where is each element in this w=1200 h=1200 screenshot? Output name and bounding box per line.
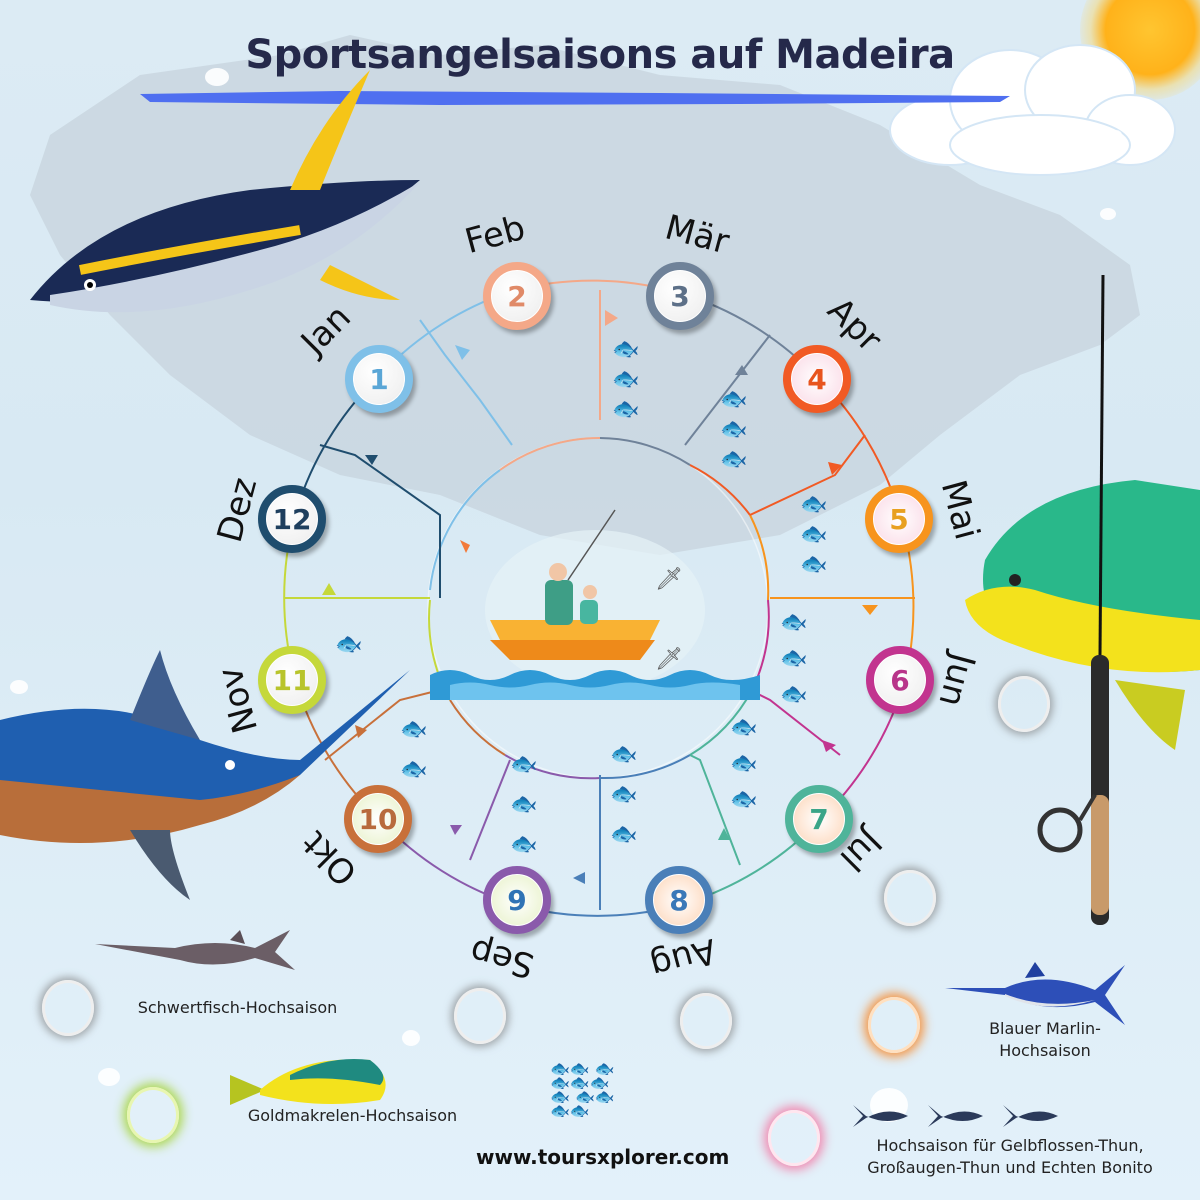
month-badge-3: 3 bbox=[646, 262, 714, 330]
swordfish-markers-center-right: 🗡🗡 bbox=[655, 567, 683, 672]
bubble bbox=[205, 68, 229, 86]
mixed-markers-aug: 🐟🐟🐟 bbox=[610, 742, 638, 847]
month-badge-10: 10 bbox=[344, 785, 412, 853]
mixed-markers-jun: 🐟🐟🐟 bbox=[780, 610, 808, 707]
decorative-ring bbox=[998, 676, 1050, 732]
decorative-ring bbox=[884, 870, 936, 926]
tuna-markers-mar: 🐟🐟🐟 bbox=[612, 337, 640, 422]
tuna-group-icon bbox=[853, 1105, 1058, 1127]
blue-marlin-icon bbox=[945, 962, 1125, 1025]
month-badge-11: 11 bbox=[258, 646, 326, 714]
month-badge-1: 1 bbox=[345, 345, 413, 413]
blue-marlin-illustration bbox=[0, 650, 410, 900]
mixed-markers-okt: 🐟🐟 bbox=[400, 717, 428, 782]
legend-label-blue-marlin: Blauer Marlin- Hochsaison bbox=[989, 1019, 1101, 1060]
boat-fishing-illustration bbox=[430, 509, 760, 700]
month-badge-4: 4 bbox=[783, 345, 851, 413]
bubble bbox=[1100, 208, 1116, 220]
fishing-rod-illustration bbox=[1037, 275, 1109, 925]
legend-label-tuna: Hochsaison für Gelbflossen-Thun, Großaug… bbox=[867, 1136, 1153, 1177]
legend-ring-blue-marlin bbox=[868, 997, 920, 1053]
tuna-markers-apr: 🐟🐟🐟 bbox=[720, 387, 748, 472]
bubble bbox=[402, 1030, 420, 1046]
month-badge-9: 9 bbox=[483, 866, 551, 934]
legend-label-swordfish: Schwertfisch-Hochsaison bbox=[137, 998, 338, 1017]
legend-ring-tuna bbox=[768, 1110, 820, 1166]
dorado-marker-nov: 🐟 bbox=[335, 632, 363, 657]
mixed-markers-jul: 🐟🐟🐟 bbox=[730, 715, 758, 812]
decorative-ring bbox=[680, 993, 732, 1049]
swordfish-icon bbox=[95, 930, 295, 970]
bubble bbox=[10, 680, 28, 694]
fish-school-icon: 🐟🐟 🐟 🐟🐟🐟🐟 🐟🐟 🐟🐟 bbox=[550, 1059, 615, 1120]
month-badge-5: 5 bbox=[865, 485, 933, 553]
dorado-illustration bbox=[965, 480, 1200, 750]
month-badge-8: 8 bbox=[645, 866, 713, 934]
legend-ring-dorado bbox=[127, 1087, 179, 1143]
cloud-icon bbox=[889, 44, 1176, 176]
month-badge-2: 2 bbox=[483, 262, 551, 330]
tuna-markers-mai: 🐟🐟🐟 bbox=[800, 492, 828, 577]
decorative-ring bbox=[454, 988, 506, 1044]
page-title: Sportsangelsaisons auf Madeira bbox=[245, 32, 955, 78]
month-badge-7: 7 bbox=[785, 785, 853, 853]
bubble bbox=[98, 1068, 120, 1086]
bubble bbox=[1110, 130, 1122, 140]
dorado-icon bbox=[230, 1059, 386, 1105]
legend-label-dorado: Goldmakrelen-Hochsaison bbox=[247, 1106, 458, 1125]
yellowfin-tuna-illustration bbox=[30, 70, 420, 313]
website-link[interactable]: www.toursxplorer.com bbox=[476, 1145, 730, 1169]
mixed-markers-sep: 🐟🐟🐟 bbox=[510, 752, 538, 857]
month-badge-6: 6 bbox=[866, 646, 934, 714]
month-badge-12: 12 bbox=[258, 485, 326, 553]
legend-ring-swordfish bbox=[42, 980, 94, 1036]
